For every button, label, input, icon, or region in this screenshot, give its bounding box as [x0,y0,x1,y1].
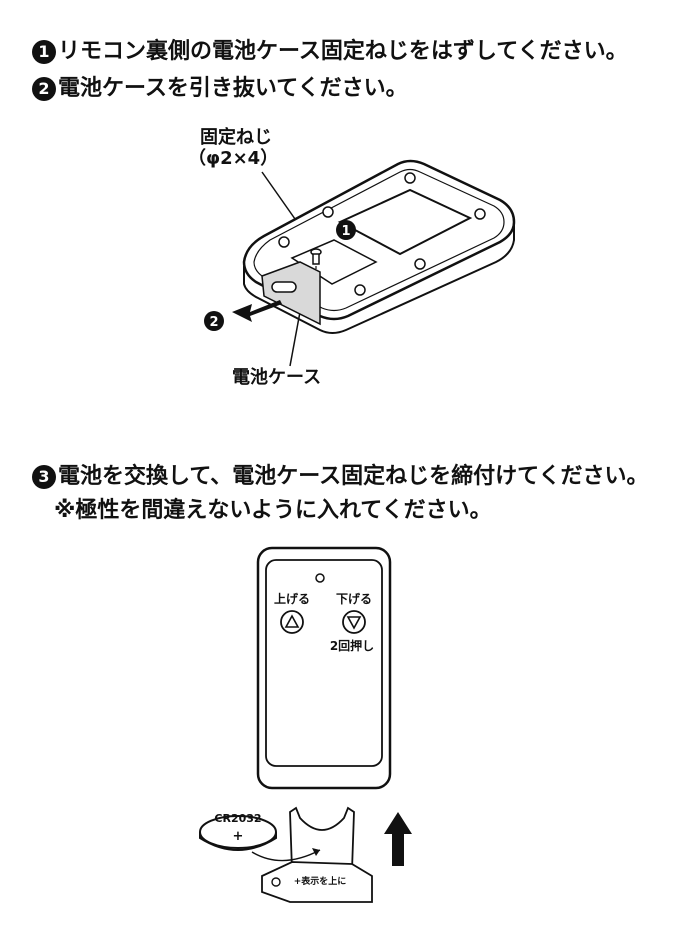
battery-plus-label: + [233,829,244,844]
up-button-label: 上げる [274,591,310,606]
polarity-note: ※極性を間違えないように入れてください。 [54,498,492,523]
battery-type-label: CR2032 [214,812,261,825]
step-2-number: 2 [32,77,56,101]
step-1-text: リモコン裏側の電池ケース固定ねじをはずしてください。 [58,39,628,64]
screw-label: 固定ねじ [200,127,272,148]
step-3-text: 電池を交換して、電池ケース固定ねじを締付けてください。 [58,464,649,489]
marker-1: 1 [341,224,350,239]
screw-size-label: （φ2×4） [188,148,279,169]
down-button-label: 下げる [336,591,372,606]
step-1-number: 1 [32,40,56,64]
step-3-number: 3 [32,465,56,489]
battery-case-label: 電池ケース [232,367,322,388]
holder-instruction-label: +表示を上に [294,875,347,887]
step-2-text: 電池ケースを引き抜いてください。 [58,76,408,101]
double-press-label: 2回押し [330,638,374,653]
marker-2: 2 [209,315,218,330]
